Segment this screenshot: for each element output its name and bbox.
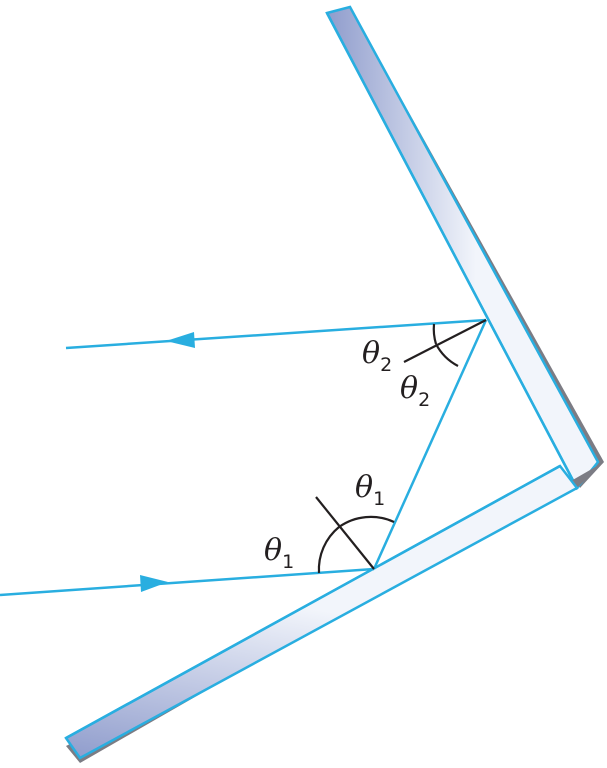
theta1-reflected-arc (338, 515, 395, 528)
lower-mirror-body (64, 464, 579, 760)
theta1-right-symbol: θ (355, 470, 373, 505)
theta2-reflected-arc (432, 323, 438, 345)
theta2-upper-symbol: θ (362, 336, 380, 371)
theta1-left-subscript: 1 (282, 551, 294, 573)
outgoing-ray (65, 318, 487, 350)
theta2-incident-arc (435, 343, 459, 367)
theta2-lower-subscript: 2 (418, 389, 430, 411)
theta2-upper-label: θ2 (362, 336, 392, 376)
theta2-upper-subscript: 2 (380, 354, 392, 376)
theta1-right-label: θ1 (355, 470, 385, 510)
incident-ray-arrow-icon (140, 575, 168, 592)
outgoing-ray-arrow-icon (166, 332, 195, 348)
normal-line-upper-mirror (403, 319, 487, 363)
ray-between-mirrors (372, 319, 488, 570)
theta1-right-subscript: 1 (373, 488, 385, 510)
normal-line-lower-mirror (315, 496, 375, 570)
lower-mirror (64, 462, 604, 763)
theta1-left-symbol: θ (264, 533, 282, 568)
angle-arcs (317, 323, 459, 574)
upper-mirror (325, 5, 604, 491)
lower-mirror-reflecting-surface (65, 464, 561, 740)
upper-mirror-reflecting-surface (325, 12, 579, 489)
upper-mirror-body (325, 5, 600, 491)
incident-ray (0, 567, 375, 597)
light-ray (0, 318, 488, 597)
theta2-lower-label: θ2 (400, 371, 430, 411)
theta1-left-label: θ1 (264, 533, 294, 573)
theta2-lower-symbol: θ (400, 371, 418, 406)
theta1-incident-arc (317, 526, 340, 574)
